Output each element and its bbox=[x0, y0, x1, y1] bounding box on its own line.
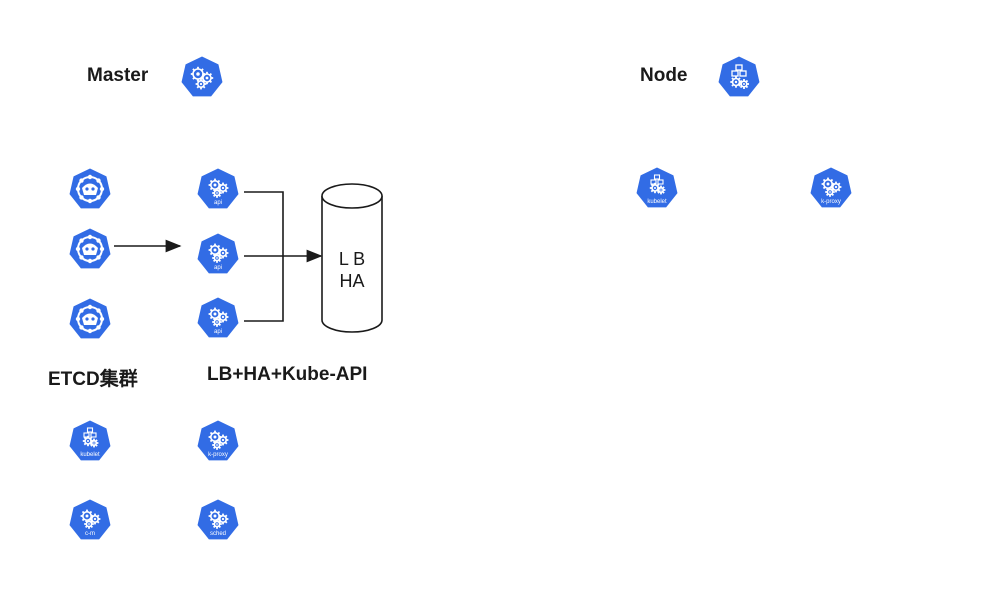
api-icon: api bbox=[194, 165, 242, 213]
kproxy-sub-label: k-proxy bbox=[208, 452, 228, 458]
api-sub-label: api bbox=[214, 200, 222, 206]
api-icon: api bbox=[194, 230, 242, 278]
kubelet-icon: kubelet bbox=[633, 164, 681, 212]
master-icon bbox=[178, 53, 226, 101]
kubelet-icon: kubelet bbox=[66, 417, 114, 465]
node-icon bbox=[715, 53, 763, 101]
lb-label-line1: L B bbox=[338, 249, 366, 269]
api-sub-label: api bbox=[214, 329, 222, 335]
etcd-icon bbox=[66, 225, 114, 273]
kproxy-icon: k-proxy bbox=[194, 417, 242, 465]
api3-connector bbox=[244, 256, 284, 322]
controller-manager-sub-label: c-m bbox=[85, 531, 95, 537]
lb-ha-cylinder bbox=[321, 183, 383, 333]
kubelet-sub-label: kubelet bbox=[80, 452, 100, 458]
api-icon: api bbox=[194, 294, 242, 342]
kproxy-sub-label: k-proxy bbox=[821, 199, 841, 205]
etcd-cluster-title: ETCD集群 bbox=[48, 369, 138, 390]
node-title: Node bbox=[640, 65, 688, 86]
scheduler-icon: sched bbox=[194, 496, 242, 544]
master-title: Master bbox=[87, 65, 149, 86]
lb-ha-label: L B HA bbox=[321, 248, 383, 292]
scheduler-sub-label: sched bbox=[210, 531, 226, 537]
kubelet-sub-label: kubelet bbox=[647, 199, 667, 205]
api1-connector bbox=[244, 191, 284, 256]
kproxy-icon: k-proxy bbox=[807, 164, 855, 212]
etcd-icon bbox=[66, 165, 114, 213]
lb-label-line2: HA bbox=[339, 271, 365, 291]
api-sub-label: api bbox=[214, 265, 222, 271]
controller-manager-icon: c-m bbox=[66, 496, 114, 544]
lb-ha-api-title: LB+HA+Kube-API bbox=[207, 364, 368, 385]
etcd-icon bbox=[66, 295, 114, 343]
